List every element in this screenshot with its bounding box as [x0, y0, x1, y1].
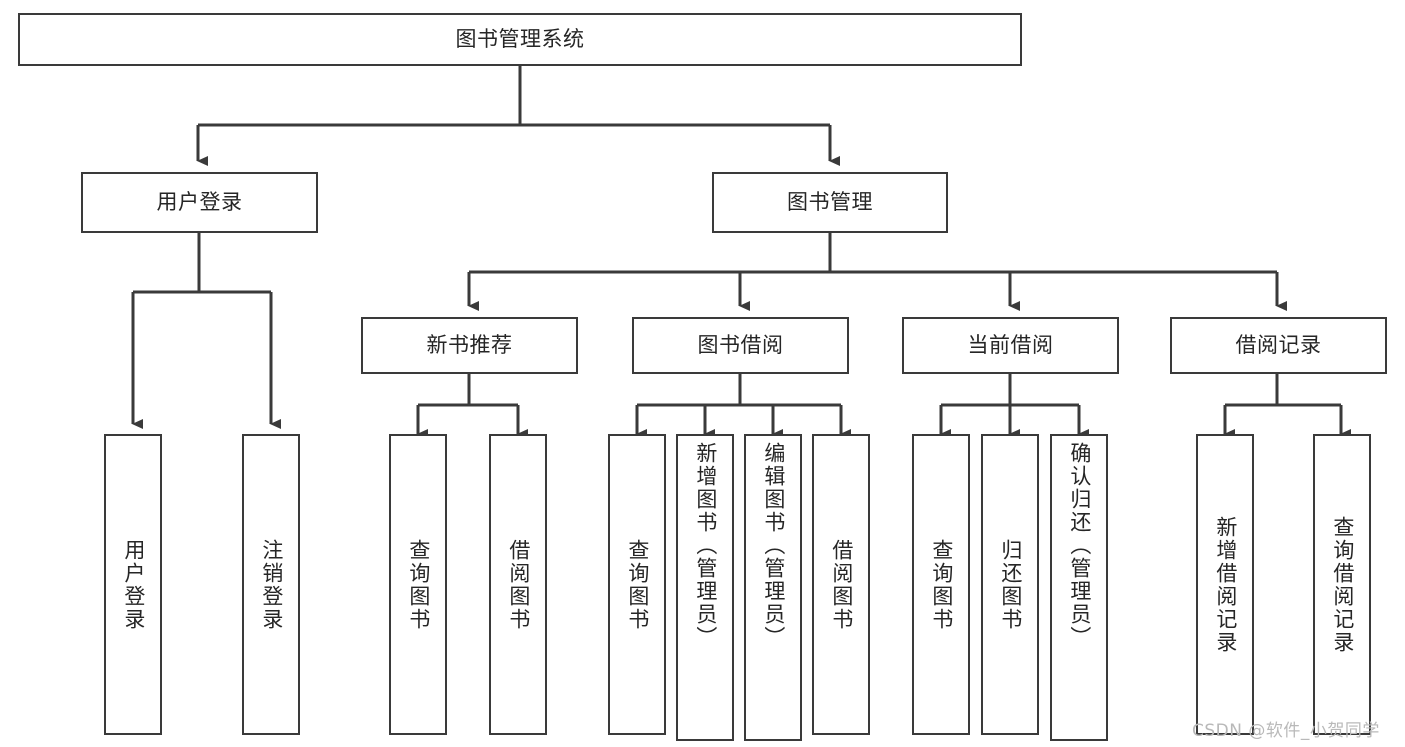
leaf-add-book-admin[interactable]: 新增图书（管理员）: [676, 434, 734, 741]
leaf-borrow-book[interactable]: 借阅图书: [812, 434, 870, 735]
node-label: 图书管理系统: [455, 27, 585, 52]
node-book-borrow[interactable]: 图书借阅: [632, 317, 849, 374]
node-book-management[interactable]: 图书管理: [712, 172, 948, 233]
node-label: 归还图书: [998, 538, 1023, 631]
node-label: 图书管理: [787, 190, 873, 215]
node-user-login[interactable]: 用户登录: [81, 172, 318, 233]
leaf-query-borrow-record[interactable]: 查询借阅记录: [1313, 434, 1371, 735]
node-label: 借阅图书: [506, 538, 531, 631]
leaf-logout[interactable]: 注销登录: [242, 434, 300, 735]
leaf-query-book-borrow[interactable]: 查询图书: [608, 434, 666, 735]
node-label: 用户登录: [156, 190, 243, 215]
node-label: 确认归还（管理员）: [1067, 442, 1092, 649]
leaf-return-book[interactable]: 归还图书: [981, 434, 1039, 735]
leaf-user-login[interactable]: 用户登录: [104, 434, 162, 735]
csdn-watermark: CSDN @软件_小贺同学: [1192, 721, 1380, 741]
node-label: 查询图书: [625, 538, 650, 631]
node-label: 编辑图书（管理员）: [761, 442, 786, 649]
leaf-add-borrow-record[interactable]: 新增借阅记录: [1196, 434, 1254, 735]
node-current-borrow[interactable]: 当前借阅: [902, 317, 1119, 374]
node-label: 注销登录: [259, 538, 284, 631]
node-label: 借阅图书: [829, 538, 854, 631]
node-label: 当前借阅: [967, 333, 1054, 358]
node-label: 新书推荐: [426, 333, 513, 358]
node-label: 新增借阅记录: [1213, 515, 1238, 654]
leaf-query-book-recommend[interactable]: 查询图书: [389, 434, 447, 735]
node-new-book-recommend[interactable]: 新书推荐: [361, 317, 578, 374]
node-label: 用户登录: [121, 538, 146, 631]
leaf-confirm-return-admin[interactable]: 确认归还（管理员）: [1050, 434, 1108, 741]
node-label: 查询图书: [929, 538, 954, 631]
node-label: 查询借阅记录: [1330, 515, 1355, 654]
leaf-edit-book-admin[interactable]: 编辑图书（管理员）: [744, 434, 802, 741]
node-label: 查询图书: [406, 538, 431, 631]
node-root-library-system[interactable]: 图书管理系统: [18, 13, 1022, 66]
node-label: 借阅记录: [1235, 333, 1322, 358]
leaf-borrow-book-recommend[interactable]: 借阅图书: [489, 434, 547, 735]
node-label: 新增图书（管理员）: [693, 442, 718, 649]
node-borrow-record[interactable]: 借阅记录: [1170, 317, 1387, 374]
node-label: 图书借阅: [697, 333, 784, 358]
leaf-query-book-current[interactable]: 查询图书: [912, 434, 970, 735]
